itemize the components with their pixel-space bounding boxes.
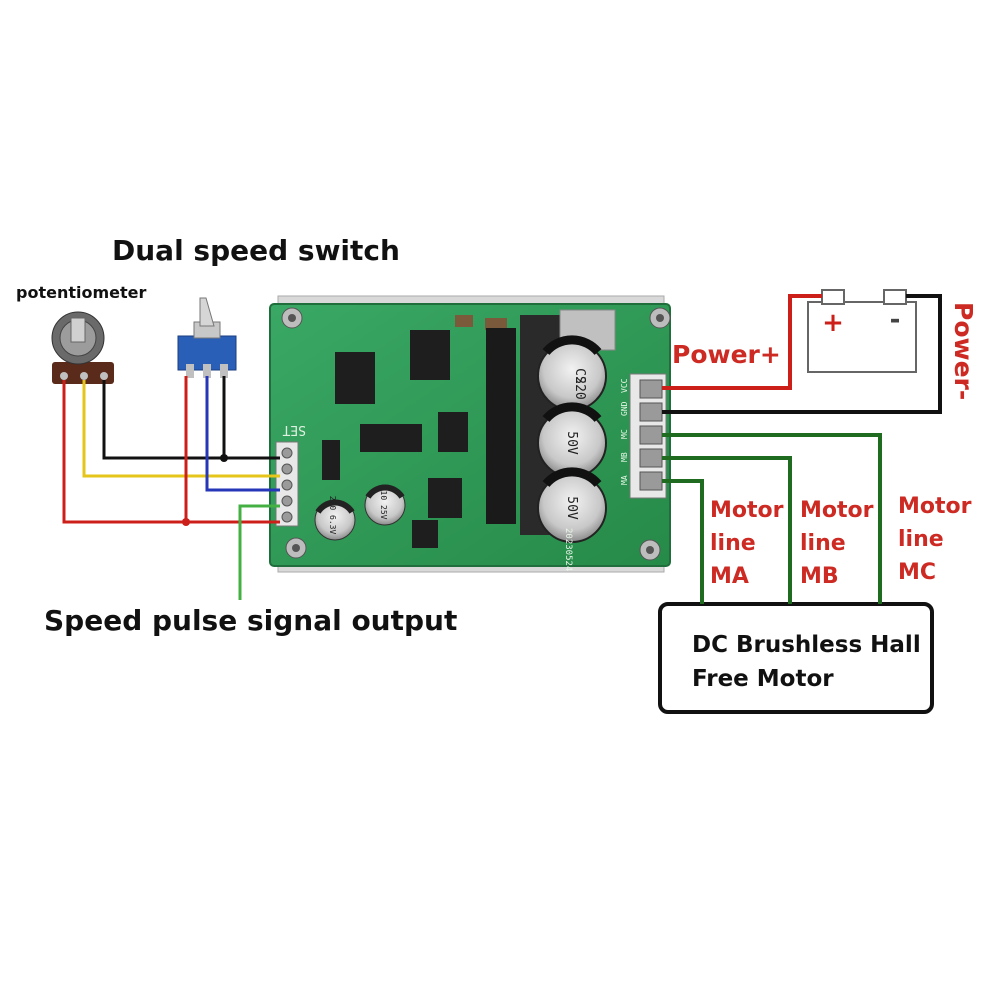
motor-mb-line1: Motor [800,498,874,523]
mounting-holes [281,307,671,561]
speed-pulse-label: Speed pulse signal output [44,604,458,637]
motor-box [658,602,934,714]
small-cap2-text: 10 25V [379,491,388,520]
motor-ma-line3: MA [710,564,749,589]
potentiometer-graphic [51,311,114,384]
motor-mc-line2: line [898,527,944,552]
motor-ma-line2: line [710,531,756,556]
motor-mc-line1: Motor [898,494,972,519]
battery-graphic [807,289,917,373]
battery-plus-sign: + [822,308,844,338]
cap-top-text-1: CS [572,368,587,384]
pin-label-mb: MB [620,452,629,462]
motor-box-label: DC Brushless Hall Free Motor [692,628,921,696]
dual-speed-switch-label: Dual speed switch [112,234,400,267]
small-capacitor-1 [314,499,356,541]
large-capacitor-top [537,335,607,411]
left-wires [62,376,280,600]
motor-line-mb-label: Motor line MB [800,494,874,593]
pin-label-ma: MA [620,475,629,485]
right-wires [662,294,942,604]
motor-mb-line2: line [800,531,846,556]
cap-bot-text-1: 50V [564,496,579,520]
motor-box-line2: Free Motor [692,666,834,692]
right-power-header [629,373,667,499]
ic-chips [322,315,507,548]
large-capacitor-bottom [537,467,607,543]
board-code: 20230524 [563,528,573,571]
motor-ma-line1: Motor [710,498,784,523]
cap-top-text-2: 220 [572,376,587,399]
small-capacitor-2 [364,484,406,526]
motor-line-mc-label: Motor line MC [898,490,972,589]
small-cap1-text: 220 6.3V [328,496,337,535]
motor-box-line1: DC Brushless Hall [692,632,921,658]
motor-mc-line3: MC [898,560,937,585]
wire-junctions [182,454,228,526]
potentiometer-label: potentiometer [16,283,147,302]
toggle-switch-graphic [177,297,237,378]
motor-line-ma-label: Motor line MA [710,494,784,593]
power-plus-label: Power+ [672,340,781,369]
pin-label-gnd: GND [620,401,629,416]
power-minus-label: Power- [949,302,978,401]
pin-label-mc: MC [620,429,629,439]
left-header-label: SET [282,422,306,437]
motor-mb-line3: MB [800,564,839,589]
pin-label-vcc: VCC [620,378,629,393]
battery-minus-sign: - [890,305,901,335]
left-signal-header [275,441,299,527]
cap-mid-text-1: 50V [564,431,579,455]
large-capacitor-middle [537,402,607,478]
